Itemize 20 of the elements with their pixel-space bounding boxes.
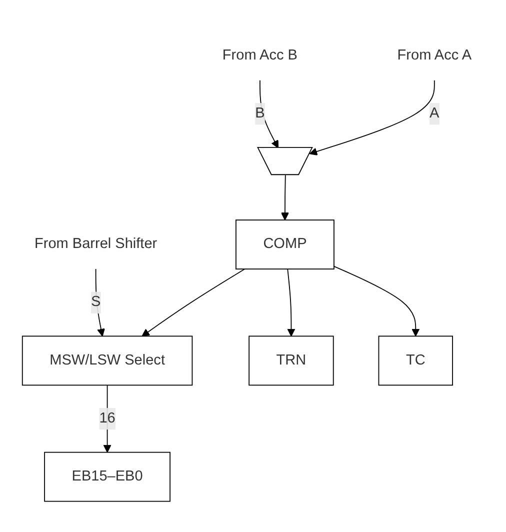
node-box: COMP [236, 219, 334, 270]
edge-label: A [430, 105, 440, 121]
node-text: From Acc B [222, 47, 298, 63]
node-box: EB15–EB0 [44, 452, 170, 502]
arrow [95, 268, 105, 336]
node-box: TRN [248, 335, 334, 386]
edge-label: B [255, 105, 265, 121]
node-box: MSW/LSW Select [22, 335, 193, 386]
arrow [309, 80, 435, 156]
edge-label: S [90, 294, 101, 310]
arrow [142, 268, 246, 336]
arrow [103, 384, 112, 452]
node-trapezoid [257, 146, 313, 175]
arrow [334, 266, 420, 336]
arrow [287, 268, 296, 336]
edge-label: 16 [99, 410, 116, 426]
node-text: From Barrel Shifter [34, 236, 158, 252]
node-text: From Acc A [397, 47, 472, 63]
node-box: TC [378, 335, 453, 386]
arrow [280, 174, 289, 220]
